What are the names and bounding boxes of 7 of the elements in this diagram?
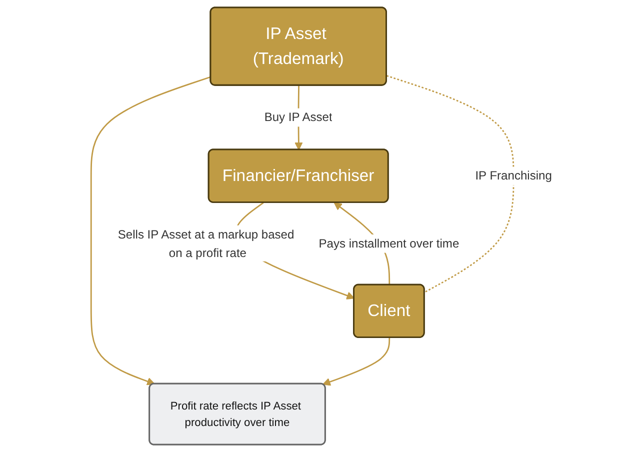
edge-label: IP Franchising — [475, 168, 552, 183]
edge-label: Sells IP Asset at a markup based on a profit rate — [118, 227, 294, 260]
arrow — [90, 76, 212, 386]
connector — [386, 75, 514, 293]
edge-label: Buy IP Asset — [264, 110, 332, 124]
edge-label: Pays installment over time — [318, 236, 460, 250]
arrow — [322, 338, 390, 386]
